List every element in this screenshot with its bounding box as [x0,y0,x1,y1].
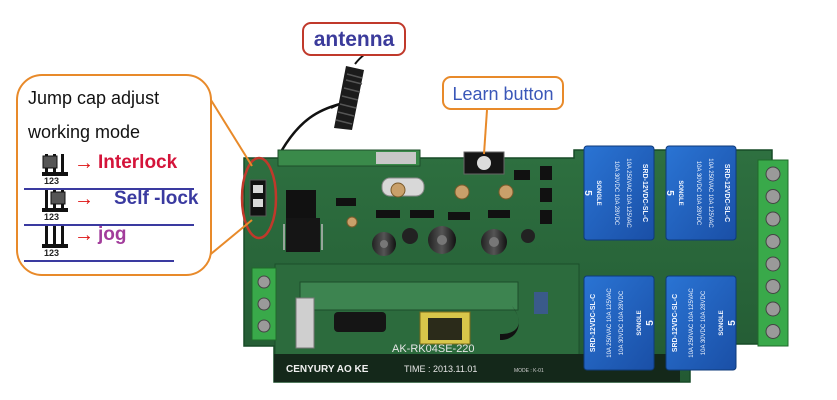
jumper-pin-label: 123 [44,212,60,222]
jump-cap-panel: Jump cap adjust working mode 123→Interlo… [16,74,212,276]
fuse [295,297,315,349]
board-mode-mark: MODE : K-01 [514,368,544,374]
relay-rating: 10A 30VDC 10A 28VDC [619,290,625,355]
relay-rating: 10A 250VAC 10A 125VAC [689,288,695,358]
relay-pin-number: 5 [727,320,738,326]
relay-pin-number: 5 [645,320,656,326]
jump-cap-title-line1: Jump cap adjust [28,88,160,108]
mode-label-self-lock: Self -lock [114,188,199,209]
relay-rating: 10A 250VAC 10A 125VAC [707,158,713,228]
terminal-screw [765,301,781,317]
terminal-screw [765,189,781,204]
learn-button-label: Learn button [442,76,564,110]
ic-chip [286,218,320,252]
mode-underline [24,188,194,190]
relay-rating: 10A 250VAC 10A 125VAC [607,288,613,358]
jumper-pin-icon [42,190,68,212]
capacitor-group [372,226,535,256]
arrow-right-icon: → [74,152,94,174]
relay-rating: 10A 30VDC 10A 28VDC [613,161,619,226]
terminal-screw [765,256,781,272]
relay-rating: 10A 250VAC 10A 125VAC [625,158,631,228]
terminal-screw [765,211,781,227]
relay-model: SRD-12VDC-SL-C [723,164,730,222]
relay-brand: SONGLE [637,310,643,335]
relay-brand: SONGLE [719,310,725,335]
relay-brand: SONGLE [677,180,683,205]
mode-label-jog: jog [98,224,127,245]
jump-cap-title-line2: working mode [28,122,141,142]
mode-underline [24,260,174,262]
relay: SRD-12VDC-SL-C 10A 250VAC 10A 125VAC 10A 3… [665,275,738,371]
board-brand: CENYURY AO KE [286,364,369,375]
jumper-pin-label: 123 [44,176,60,186]
relay: SRD-12VDC-SL-C 10A 250VAC 10A 125VAC 10A 3… [583,275,656,371]
arrow-right-icon: → [74,224,94,246]
antenna-label: antenna [302,22,406,56]
relay-rating: 10A 30VDC 10A 28VDC [701,290,707,355]
ic-chip [286,190,316,218]
relay-model: SRD-12VDC-SL-C [641,164,648,222]
jumper-pin-label: 123 [44,248,60,258]
mode-underline [24,224,194,226]
relay-model: SRD-12VDC-SL-C [672,294,679,352]
power-module [299,281,519,311]
relay-pin-number: 5 [664,190,675,196]
mode-label-interlock: Interlock [98,152,178,173]
jumper-highlight [240,156,278,240]
terminal-screw [765,166,781,182]
relay: SRD-12VDC-SL-C 10A 250VAC 10A 125VAC 10A 3… [582,145,655,241]
arrow-right-icon: → [74,188,94,210]
terminal-screw [765,324,781,339]
relay-model: SRD-12VDC-SL-C [590,294,597,352]
relay: SRD-12VDC-SL-C 10A 250VAC 10A 125VAC 10A 3… [664,145,737,241]
board-time: TIME : 2013.11.01 [404,364,477,374]
learn-pointer [483,109,488,155]
terminal-screw [765,279,781,294]
relay-rating: 10A 30VDC 10A 28VDC [695,161,701,226]
jumper-pin-icon [42,154,68,176]
jumper-pin-icon [42,226,68,248]
board-model: AK-RK04SE-220 [392,343,475,355]
relay-pin-number: 5 [582,190,593,196]
relay-brand: SONGLE [595,180,601,205]
bulk-capacitor [334,312,386,332]
terminal-screw [765,234,781,249]
